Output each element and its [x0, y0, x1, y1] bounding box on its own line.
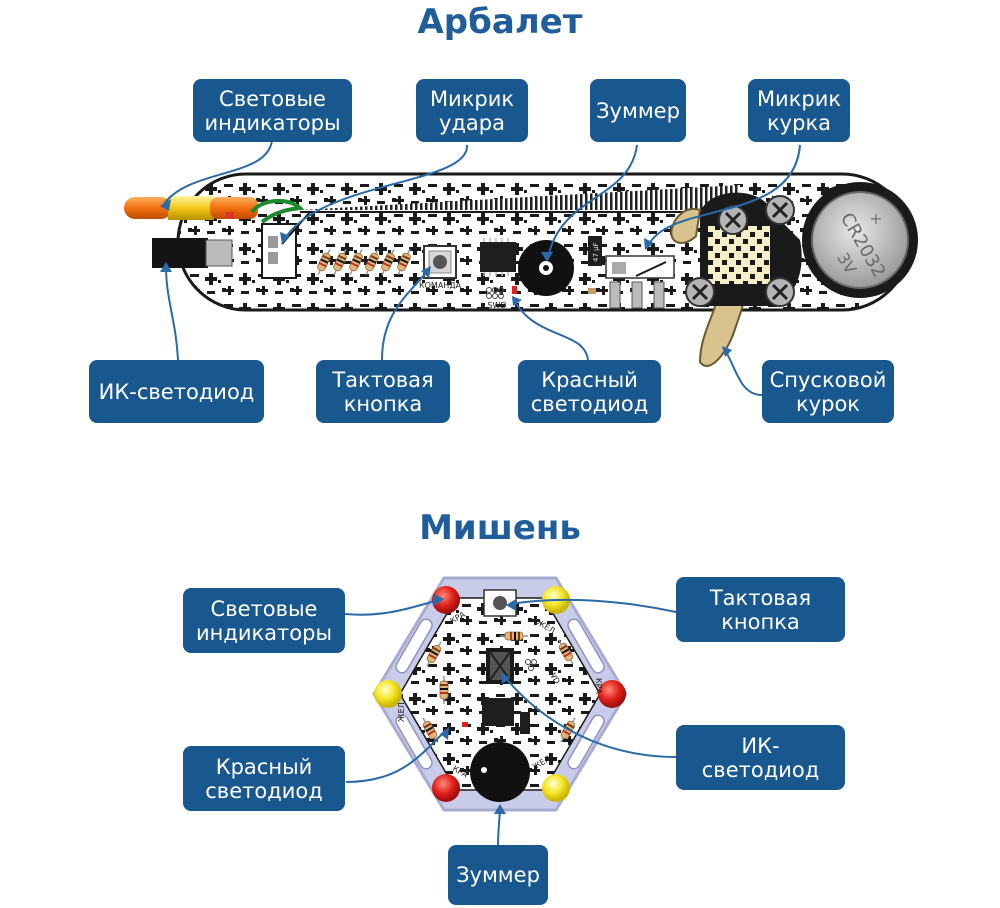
crossbow-board: КОМАНДА SWD 47 µF [124, 172, 918, 367]
target-board: SWD КРА ЖЕЛ ЖЕЛ КРА КРА ЖЕЛ [372, 576, 628, 812]
target-leader-lines [344, 598, 677, 846]
target-leds [374, 586, 626, 802]
target-ir-led [486, 648, 514, 684]
hit-switch [250, 199, 311, 279]
target-label-buzzer: Зуммер [448, 845, 548, 905]
cock-switch [605, 255, 675, 309]
target-label-ir-led: ИК-светодиод [676, 725, 845, 790]
command-silk-label: КОМАНДА [419, 281, 462, 290]
crossbow-led-strip [124, 196, 258, 220]
target-title: Мишень [419, 508, 581, 548]
crossbow-tact-button: КОМАНДА [419, 245, 462, 290]
swd-silk-label: SWD [487, 301, 506, 310]
battery-cr2032: + CR2032 3V [802, 182, 918, 298]
target-zhel-label-2: ЖЕЛ [397, 702, 406, 722]
crossbow-title: Арбалет [417, 2, 583, 42]
battery-plus-label: + [869, 209, 882, 228]
crossbow-leader-lines [163, 139, 801, 396]
target-red-led-smd [462, 722, 468, 727]
target-buzzer [470, 742, 530, 802]
crossbow-label-ir-led: ИК-светодиод [89, 360, 264, 423]
capacitor-label: 47 µF [592, 242, 600, 262]
crossbow-red-led [512, 286, 517, 294]
crossbow-buzzer [518, 240, 574, 296]
crossbow-label-buzzer: Зуммер [590, 79, 686, 142]
target-kra-label-2: КРА [594, 678, 603, 695]
